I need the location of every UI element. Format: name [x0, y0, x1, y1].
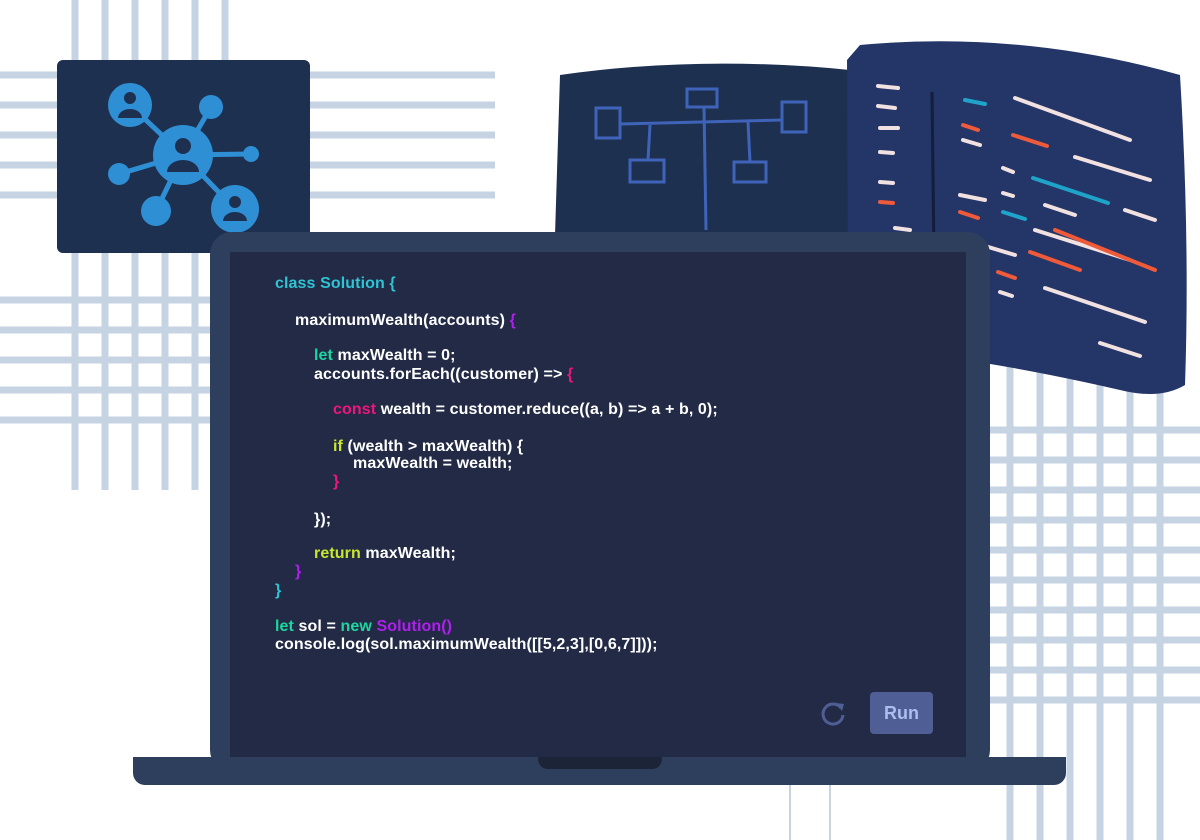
code-line: let sol = new Solution()	[275, 618, 452, 636]
code-line: }	[295, 563, 301, 581]
code-token: sol =	[293, 618, 341, 635]
code-token: return	[314, 545, 361, 562]
code-token: let	[314, 347, 333, 364]
code-token: maxWealth;	[360, 545, 456, 562]
refresh-icon[interactable]	[818, 698, 848, 728]
code-line: });	[314, 511, 331, 529]
code-line: if (wealth > maxWealth) {	[333, 438, 523, 456]
diagram-panel	[555, 63, 860, 235]
run-button[interactable]: Run	[870, 692, 933, 734]
code-token: maximumWealth(accounts)	[295, 312, 510, 329]
code-token: if	[333, 438, 343, 455]
code-token: new	[340, 618, 372, 635]
code-line: return maxWealth;	[314, 545, 456, 563]
code-line: accounts.forEach((customer) => {	[314, 366, 573, 384]
code-line: maxWealth = wealth;	[353, 455, 512, 473]
code-token: maxWealth = wealth;	[353, 455, 513, 472]
code-token: wealth = customer.reduce((a, b) => a + b…	[376, 401, 718, 418]
code-token: });	[314, 511, 332, 528]
code-token: const	[333, 401, 377, 418]
code-token: maxWealth = 0;	[332, 347, 456, 364]
code-token: (wealth > maxWealth) {	[342, 438, 524, 455]
code-token: class Solution {	[275, 275, 396, 292]
code-token: Solution()	[371, 618, 453, 635]
code-token: {	[509, 312, 516, 329]
code-editor[interactable]: class Solution { maximumWealth(accounts) …	[230, 252, 966, 758]
code-line: }	[333, 473, 339, 491]
code-token: }	[275, 582, 282, 599]
code-line: class Solution {	[275, 275, 396, 293]
code-line: console.log(sol.maximumWealth([[5,2,3],[…	[275, 636, 658, 654]
code-token: let	[275, 618, 294, 635]
network-panel	[57, 60, 310, 253]
code-line: }	[275, 582, 281, 600]
code-token: }	[295, 563, 302, 580]
code-token: accounts.forEach((customer) =>	[314, 366, 567, 383]
code-token: console.log(sol.maximumWealth([[5,2,3],[…	[275, 636, 658, 653]
laptop-notch	[538, 757, 662, 769]
code-line: let maxWealth = 0;	[314, 347, 456, 365]
code-line: maximumWealth(accounts) {	[295, 312, 516, 330]
code-token: {	[566, 366, 574, 383]
code-token: }	[333, 473, 340, 490]
code-line: const wealth = customer.reduce((a, b) =>…	[333, 401, 718, 419]
